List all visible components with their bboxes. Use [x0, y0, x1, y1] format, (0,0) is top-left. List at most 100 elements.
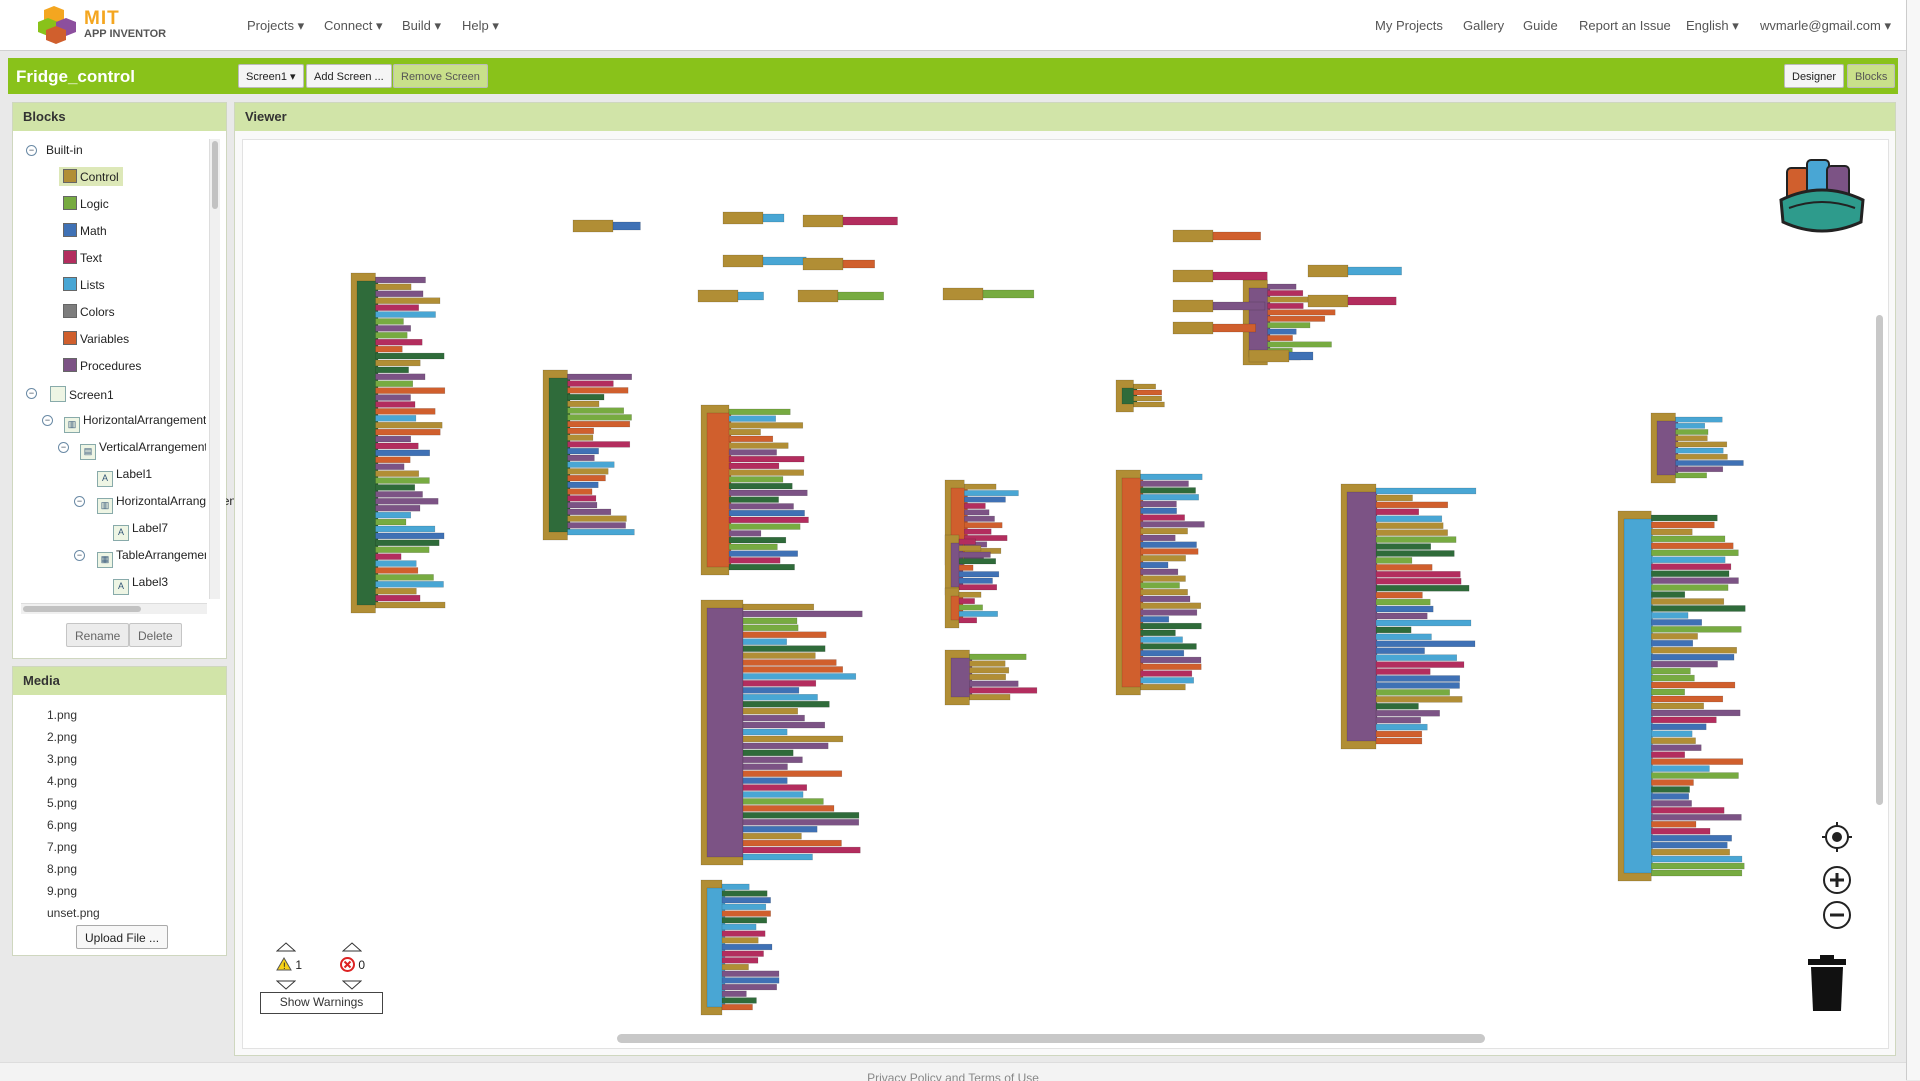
code-block[interactable] [548, 377, 571, 533]
code-block[interactable] [1133, 401, 1165, 408]
code-block[interactable] [1140, 677, 1194, 684]
code-block[interactable] [1212, 231, 1261, 241]
code-block[interactable] [1375, 730, 1423, 738]
code-block[interactable] [958, 598, 975, 605]
workspace-horizontal-scrollbar[interactable] [617, 1034, 1485, 1043]
media-file[interactable]: 5.png [47, 796, 78, 810]
builtin-colors[interactable]: Colors [63, 304, 115, 319]
code-block[interactable] [721, 997, 757, 1004]
code-block[interactable] [728, 435, 774, 442]
code-block[interactable] [1651, 848, 1730, 856]
warning-prev-icon[interactable] [275, 940, 297, 955]
code-block[interactable] [742, 638, 787, 645]
code-block[interactable] [842, 216, 898, 226]
code-block[interactable] [1375, 494, 1413, 502]
code-block[interactable] [567, 468, 609, 475]
code-block[interactable] [697, 289, 739, 303]
code-block[interactable] [1675, 441, 1728, 448]
code-block[interactable] [1651, 716, 1717, 724]
code-block[interactable] [958, 551, 991, 558]
code-block[interactable] [737, 291, 764, 301]
code-block[interactable] [1675, 447, 1724, 454]
code-block[interactable] [567, 529, 635, 536]
code-block[interactable] [728, 557, 781, 564]
tree-table-arrangement[interactable]: ▦TableArrangement [97, 548, 214, 568]
code-block[interactable] [567, 502, 598, 509]
code-block[interactable] [706, 607, 744, 858]
code-block[interactable] [375, 352, 445, 360]
code-block[interactable] [742, 798, 824, 805]
tree-vertical-arrangement[interactable]: ▤VerticalArrangement [80, 440, 208, 460]
collapse-horizontal1-icon[interactable]: − [42, 415, 53, 426]
code-block[interactable] [742, 610, 863, 618]
code-block[interactable] [1375, 564, 1433, 571]
code-block[interactable] [1375, 716, 1421, 724]
code-block[interactable] [721, 890, 768, 897]
code-block[interactable] [375, 394, 411, 401]
code-block[interactable] [1375, 536, 1457, 543]
code-block[interactable] [567, 522, 626, 529]
upload-file-button[interactable]: Upload File ... [76, 925, 169, 949]
code-block[interactable] [1140, 555, 1186, 562]
app-logo[interactable]: MIT APP INVENTOR [36, 4, 166, 46]
code-block[interactable] [1140, 609, 1198, 616]
code-block[interactable] [721, 910, 771, 917]
code-block[interactable] [742, 673, 857, 680]
code-block[interactable] [375, 553, 402, 560]
code-block[interactable] [1651, 807, 1725, 814]
code-block[interactable] [1140, 507, 1177, 514]
code-block[interactable] [742, 846, 861, 854]
code-block[interactable] [958, 577, 993, 584]
code-block[interactable] [1651, 744, 1702, 751]
collapse-vertical-icon[interactable]: − [58, 442, 69, 453]
code-block[interactable] [742, 812, 860, 819]
code-block[interactable] [1375, 710, 1440, 717]
code-block[interactable] [1375, 661, 1465, 668]
code-block[interactable] [1651, 633, 1698, 640]
code-block[interactable] [1651, 772, 1739, 779]
builtin-text[interactable]: Text [63, 250, 102, 265]
code-block[interactable] [1375, 619, 1472, 627]
code-block[interactable] [1140, 683, 1186, 691]
code-block[interactable] [742, 666, 843, 673]
code-block[interactable] [375, 401, 416, 408]
code-block[interactable] [1267, 315, 1326, 322]
code-block[interactable] [1212, 271, 1268, 281]
code-block[interactable] [958, 584, 998, 591]
code-block[interactable] [1140, 528, 1188, 535]
collapse-builtin-icon[interactable]: − [26, 145, 37, 156]
delete-button[interactable]: Delete [129, 623, 182, 647]
code-block[interactable] [742, 763, 788, 770]
window-scrollbar[interactable] [1906, 0, 1920, 1080]
code-block[interactable] [567, 508, 612, 515]
code-block[interactable] [1651, 821, 1697, 828]
code-block[interactable] [728, 503, 794, 510]
code-block[interactable] [742, 687, 800, 694]
code-block[interactable] [567, 421, 631, 428]
code-block[interactable] [1375, 633, 1432, 641]
code-block[interactable] [958, 610, 998, 617]
code-block[interactable] [356, 280, 379, 606]
code-block[interactable] [1267, 328, 1297, 335]
code-block[interactable] [742, 756, 803, 764]
code-block[interactable] [1140, 595, 1191, 603]
media-file[interactable]: 2.png [47, 730, 78, 744]
code-block[interactable] [1375, 508, 1419, 516]
code-block[interactable] [1375, 543, 1431, 550]
nav-projects[interactable]: Projects ▾ [247, 18, 305, 33]
nav-help[interactable]: Help ▾ [462, 18, 499, 33]
code-block[interactable] [567, 407, 624, 414]
code-block[interactable] [375, 594, 421, 602]
code-block[interactable] [375, 339, 423, 346]
code-block[interactable] [969, 660, 1006, 667]
code-block[interactable] [1375, 640, 1476, 648]
code-block[interactable] [1375, 689, 1450, 696]
code-block[interactable] [1140, 622, 1202, 630]
code-block[interactable] [1656, 420, 1679, 476]
nav-language[interactable]: English ▾ [1686, 18, 1739, 33]
code-block[interactable] [375, 470, 420, 477]
code-block[interactable] [567, 481, 599, 488]
tree-vertical-scroll-thumb[interactable] [212, 141, 218, 209]
code-block[interactable] [375, 332, 408, 339]
code-block[interactable] [969, 680, 1019, 687]
